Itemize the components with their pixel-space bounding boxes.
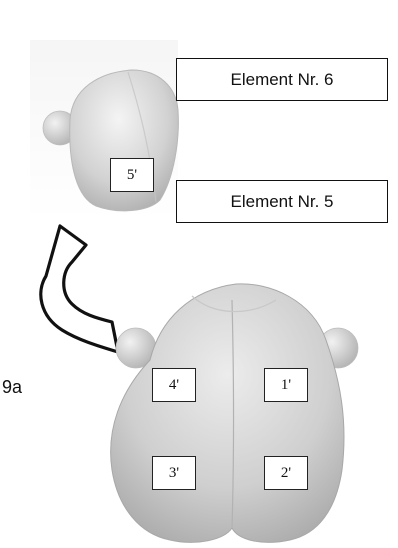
tag-top-right: 1' xyxy=(264,368,308,402)
tag-bottom-right: 2' xyxy=(264,456,308,490)
lower-center-seam xyxy=(231,299,235,529)
curved-arrow-icon xyxy=(39,224,120,354)
tag-top-piece: 5' xyxy=(110,158,154,192)
tag-top-left: 4' xyxy=(152,368,196,402)
lower-top-ridge xyxy=(191,295,277,313)
lower-assembly xyxy=(110,283,359,543)
figure-label: 9a xyxy=(2,377,23,397)
callout-element-6: Element Nr. 6 xyxy=(176,58,388,101)
callout-element-5: Element Nr. 5 xyxy=(176,180,388,223)
lower-assembly-body xyxy=(110,283,345,543)
tag-bottom-left: 3' xyxy=(152,456,196,490)
